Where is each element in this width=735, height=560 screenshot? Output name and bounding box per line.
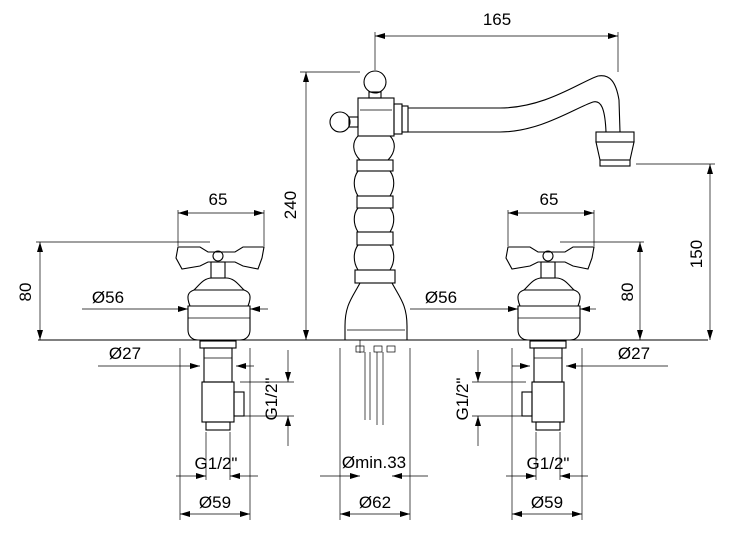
- label-left-base-diameter: Ø56: [92, 288, 124, 307]
- right-valve-assembly: [505, 246, 595, 431]
- label-left-thread: G1/2": [195, 454, 238, 473]
- label-center-hole: Ømin.33: [342, 453, 406, 472]
- label-center-base-diameter: Ø56: [425, 288, 457, 307]
- label-left-shank-diameter: Ø27: [109, 344, 141, 363]
- label-right-thread-vertical: G1/2": [453, 378, 472, 421]
- label-total-height: 240: [281, 191, 300, 219]
- dimension-labels: 165 240 150 65 65 80 80 Ø56 Ø56 Ø27 Ø27 …: [16, 10, 706, 512]
- label-spout-height: 150: [687, 240, 706, 268]
- label-right-thread: G1/2": [527, 454, 570, 473]
- label-right-handle-width: 65: [540, 190, 559, 209]
- left-valve-assembly: [175, 246, 265, 431]
- label-left-bottom-width: Ø59: [199, 493, 231, 512]
- label-right-handle-height: 80: [618, 283, 637, 302]
- label-left-handle-width: 65: [209, 190, 228, 209]
- dimension-lines: [36, 32, 715, 520]
- label-right-bottom-width: Ø59: [531, 493, 563, 512]
- label-left-handle-height: 80: [16, 283, 35, 302]
- label-right-shank-diameter: Ø27: [618, 344, 650, 363]
- label-spout-reach: 165: [483, 10, 511, 29]
- label-left-thread-vertical: G1/2": [262, 378, 281, 421]
- label-center-bottom-width: Ø62: [359, 493, 391, 512]
- spout-assembly: [329, 70, 635, 425]
